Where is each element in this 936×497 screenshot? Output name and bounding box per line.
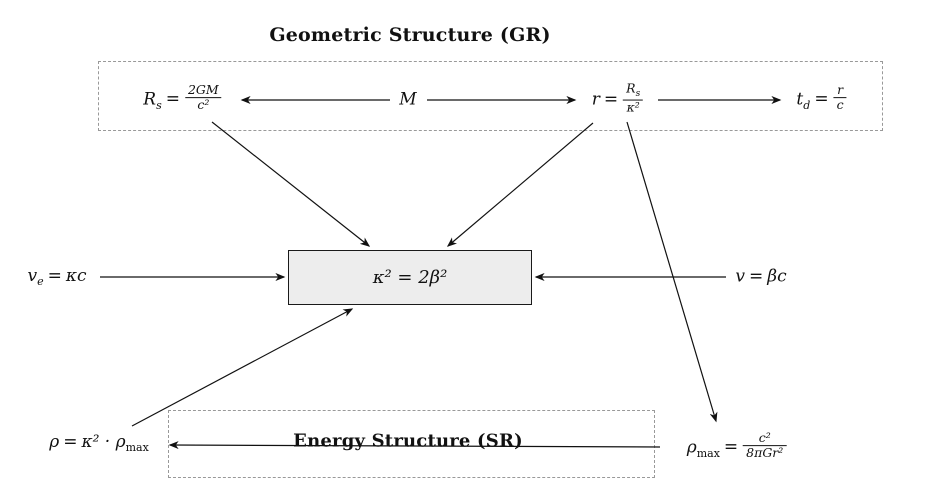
rs-equals: = xyxy=(165,89,180,110)
formula-v: v=βc xyxy=(735,266,787,287)
td-subscript: d xyxy=(803,98,811,112)
rhomax-base: ρ xyxy=(686,437,697,458)
td-base: t xyxy=(796,89,804,110)
rhomax-denominator: 8πGr² xyxy=(743,445,787,461)
v-lhs: v xyxy=(735,266,745,287)
v-rhs: βc xyxy=(767,266,787,287)
rhomax-equals: = xyxy=(723,437,739,458)
arrow-r-to-rhomax xyxy=(626,121,718,423)
energy-structure-group-box xyxy=(168,410,655,478)
arrow-rho-to-center xyxy=(131,308,354,427)
rho-mid: κ² · ρ xyxy=(81,431,126,452)
rho-equals: = xyxy=(63,431,78,452)
m-symbol: M xyxy=(399,89,417,110)
formula-rho: ρ=κ² · ρmax xyxy=(49,431,149,455)
title-energy-structure: Energy Structure (SR) xyxy=(293,430,523,452)
ve-equals: = xyxy=(47,265,62,286)
rhomax-subscript: max xyxy=(696,446,720,460)
rho-subscript: max xyxy=(125,441,149,455)
ve-base: v xyxy=(27,265,38,286)
kappa-equation: κ² = 2β² xyxy=(372,267,448,288)
arrow-rs-to-center xyxy=(211,121,371,247)
formula-m: M xyxy=(399,89,417,110)
central-relation-box: κ² = 2β² xyxy=(288,250,532,305)
v-equals: = xyxy=(749,266,764,287)
rho-lhs: ρ xyxy=(49,431,60,452)
r-num-subscript: s xyxy=(635,89,641,100)
rs-numerator: 2GM xyxy=(187,82,219,98)
rhomax-numerator: c² xyxy=(758,430,771,446)
ve-rhs: κc xyxy=(65,265,87,286)
formula-ve: ve=κc xyxy=(27,265,87,289)
td-denominator: c xyxy=(833,97,847,113)
title-geometric-structure: Geometric Structure (GR) xyxy=(269,24,551,46)
rs-subscript: s xyxy=(156,98,162,112)
td-numerator: r xyxy=(837,82,844,98)
r-equals: = xyxy=(603,89,619,110)
r-denominator: κ² xyxy=(623,99,644,114)
r-base: r xyxy=(591,89,600,110)
ve-subscript: e xyxy=(37,275,44,289)
r-num-base: R xyxy=(626,80,636,96)
arrow-r-to-center xyxy=(446,122,594,247)
td-equals: = xyxy=(814,89,829,110)
rs-base: R xyxy=(143,89,157,110)
rs-denominator: c² xyxy=(184,97,222,113)
r-numerator: Rs xyxy=(623,80,643,100)
